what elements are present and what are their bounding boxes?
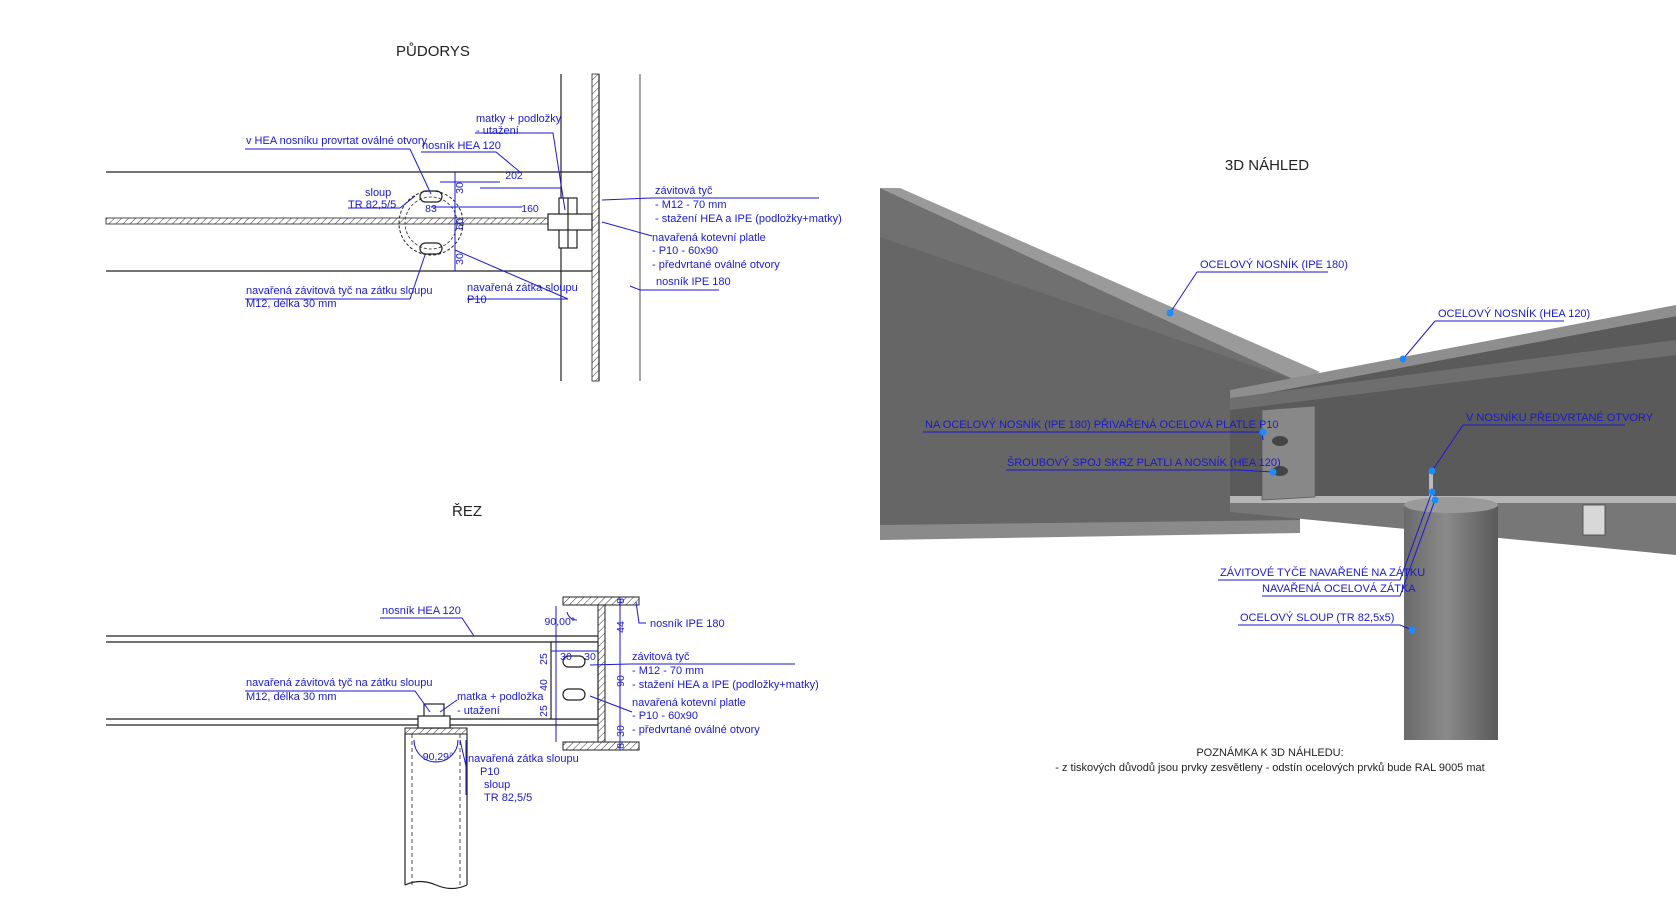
- section-dim-25b: 25: [538, 705, 550, 717]
- plan-title: PŮDORYS: [396, 42, 470, 60]
- section-anchor-plate: [550, 641, 599, 720]
- section-dimensions: 90,00° 90,29° 8 44 30 30 25 40 25 90 30 …: [413, 597, 627, 763]
- section-label-ipe: nosník IPE 180: [650, 618, 725, 630]
- section-leaders: [245, 601, 795, 795]
- section-oval-hole-bottom: [562, 688, 586, 701]
- section-dim-44: 44: [615, 621, 627, 633]
- section-label-weldrod2: M12, délka 30 mm: [246, 691, 336, 703]
- section-title: ŘEZ: [452, 503, 482, 520]
- view3d-column: [1404, 470, 1498, 740]
- section-dim-40: 40: [538, 679, 550, 691]
- plan-label-plate2: - P10 - 60x90: [652, 245, 718, 257]
- view3d-label-column: OCELOVÝ SLOUP (TR 82,5x5): [1240, 611, 1394, 624]
- section-oval-hole-top: [562, 655, 586, 668]
- plan-label-hea: nosník HEA 120: [422, 140, 501, 152]
- plan-oval-hole-bottom: [419, 242, 443, 255]
- plan-hea-beam: [105, 171, 593, 272]
- view3d-title: 3D NÁHLED: [1225, 157, 1309, 174]
- section-label-col2: TR 82,5/5: [484, 792, 532, 804]
- plan-label-weldrod1: navařená závitová tyč na zátku sloupu: [246, 285, 433, 297]
- plan-dimensions: 202 30 83 160 60 30: [425, 170, 561, 271]
- view3d-hea-beam: [1230, 305, 1676, 555]
- plan-dim-160: 160: [521, 203, 539, 215]
- section-label-plate1: navařená kotevní platle: [632, 697, 746, 709]
- view3d-label-holes: V NOSNÍKU PŘEDVRTANÉ OTVORY: [1466, 411, 1654, 424]
- plan-dim-202: 202: [505, 170, 523, 182]
- view3d-leader-dots: [1166, 309, 1439, 634]
- plan-label-rod3: - stažení HEA a IPE (podložky+matky): [655, 213, 842, 225]
- plan-label-rod2: - M12 - 70 mm: [655, 199, 727, 211]
- view3d-label-cap: NAVAŘENÁ OCELOVÁ ZÁTKA: [1262, 582, 1416, 595]
- section-label-hea: nosník HEA 120: [382, 605, 461, 617]
- view3d-anchor-plate: [1261, 405, 1316, 501]
- plan-label-cap1: navařená zátka sloupu: [467, 282, 578, 294]
- section-bolt: [417, 703, 451, 729]
- section-hea-beam: [106, 635, 598, 726]
- plan-dim-30b: 30: [454, 253, 466, 265]
- plan-label-column2: TR 82,5/5: [348, 199, 396, 211]
- view3d-label-hea: OCELOVÝ NOSNÍK (HEA 120): [1438, 307, 1590, 320]
- plan-cap-circle: [404, 196, 458, 250]
- section-dim-90: 90: [615, 675, 627, 687]
- section-dim-30a: 30: [560, 651, 572, 663]
- section-label-plate3: - předvrtané oválné otvory: [632, 724, 760, 736]
- section-label-rod2: - M12 - 70 mm: [632, 665, 704, 677]
- plan-label-nuts: matky + podložky: [476, 113, 562, 125]
- section-label-nut2: - utažení: [457, 705, 500, 717]
- section-angle-1: 90,00°: [545, 616, 575, 628]
- plan-label-plate3: - předvrtané oválné otvory: [652, 259, 780, 271]
- section-label-cap1: navařená zátka sloupu: [468, 753, 579, 765]
- section-label-col1: sloup: [484, 779, 510, 791]
- section-label-weldrod1: navařená závitová tyč na zátku sloupu: [246, 677, 433, 689]
- view3d-label-bolts: ŠROUBOVÝ SPOJ SKRZ PLATLI A NOSNÍK (HEA …: [1007, 456, 1281, 469]
- view3d-ipe-beam: [880, 188, 1320, 540]
- plan-bolt: [547, 197, 593, 249]
- view3d-note-text: - z tiskových důvodů jsou prvky zesvětle…: [1055, 762, 1484, 774]
- plan-label-holes: v HEA nosníku provrtat oválné otvory: [246, 135, 427, 147]
- section-label-rod3: - stažení HEA a IPE (podložky+matky): [632, 679, 819, 691]
- plan-leaders: [245, 132, 819, 300]
- plan-label-rod1: závitová tyč: [655, 185, 713, 197]
- section-label-plate2: - P10 - 60x90: [632, 710, 698, 722]
- plan-dim-60: 60: [454, 218, 466, 230]
- section-dim-25a: 25: [538, 653, 550, 665]
- plan-label-plate1: navařená kotevní platle: [652, 232, 766, 244]
- section-dim-30c: 30: [615, 725, 627, 737]
- view3d-bolt-top: [1272, 436, 1288, 446]
- section-view: ŘEZ: [106, 503, 819, 890]
- plan-label-weldrod2: M12, délka 30 mm: [246, 298, 336, 310]
- view3d-label-rods: ZÁVITOVÉ TYČE NAVAŘENÉ NA ZÁTKU: [1220, 566, 1425, 579]
- section-label-rod1: závitová tyč: [632, 651, 690, 663]
- section-dim-8a: 8: [615, 598, 627, 604]
- view3d-note-title: POZNÁMKA K 3D NÁHLEDU:: [1196, 746, 1343, 759]
- view3d-label-ipe: OCELOVÝ NOSNÍK (IPE 180): [1200, 258, 1348, 271]
- plan-label-column1: sloup: [365, 187, 391, 199]
- plan-label-ipe: nosník IPE 180: [656, 276, 731, 288]
- plan-view: PŮDORYS: [105, 42, 842, 382]
- plan-label-cap2: P10: [467, 294, 487, 306]
- section-dim-8b: 8: [615, 743, 627, 749]
- plan-dim-30a: 30: [454, 182, 466, 194]
- section-angle-2: 90,29°: [423, 751, 453, 763]
- section-dim-30b: 30: [584, 651, 596, 663]
- plan-label-nuts2: - utažení: [476, 125, 519, 137]
- section-label-cap2: P10: [480, 766, 500, 778]
- view-3d: 3D NÁHLED: [880, 157, 1676, 774]
- section-label-nut1: matka + podložka: [457, 691, 544, 703]
- plan-oval-hole-top: [419, 190, 443, 203]
- plan-dim-83: 83: [425, 203, 437, 215]
- view3d-label-plate: NA OCELOVÝ NOSNÍK (IPE 180) PŘIVAŘENÁ OC…: [925, 418, 1279, 431]
